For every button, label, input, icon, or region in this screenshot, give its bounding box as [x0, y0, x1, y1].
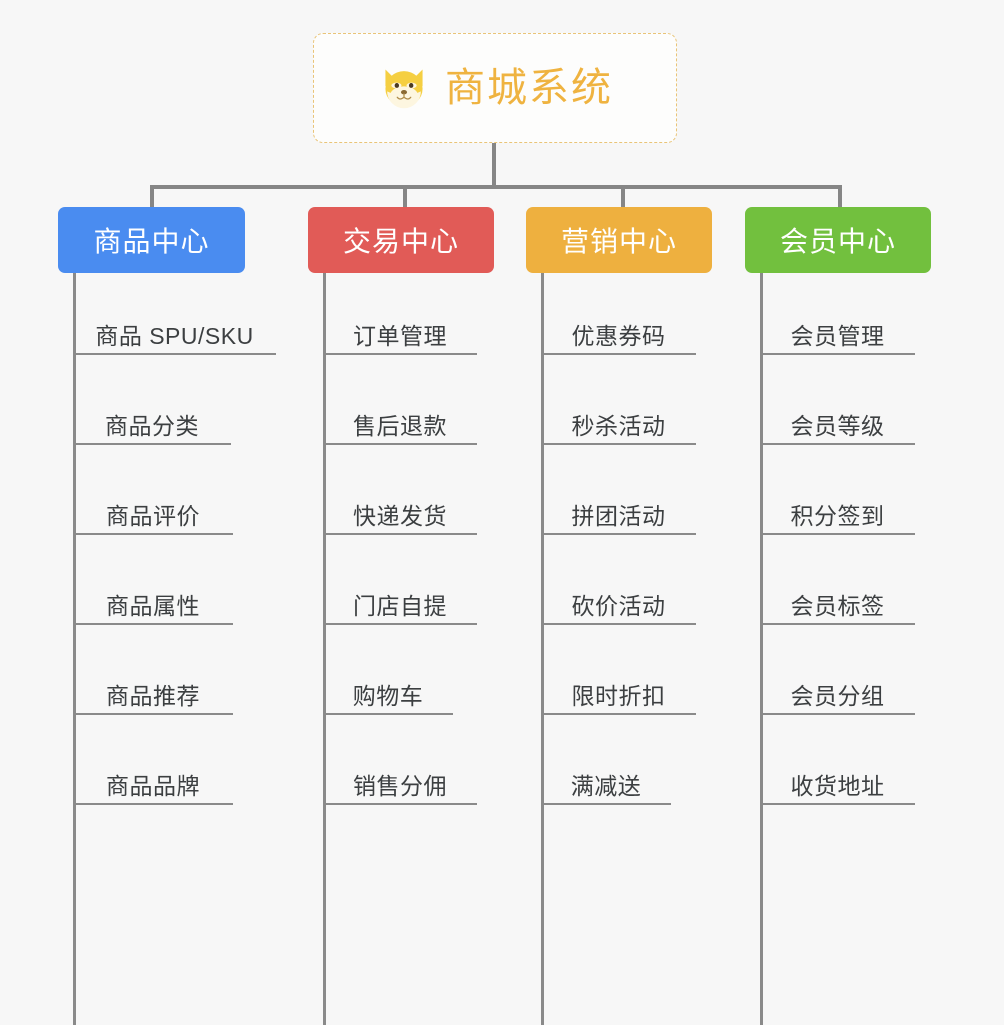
leaf-item[interactable]: 商品推荐 — [73, 625, 233, 715]
leaf-item[interactable]: 商品品牌 — [73, 715, 233, 805]
leaf-item[interactable]: 收货地址 — [760, 715, 915, 805]
leaf-item[interactable]: 会员标签 — [760, 535, 915, 625]
root-title: 商城系统 — [445, 66, 613, 110]
branch-header-4[interactable]: 会员中心 — [745, 207, 931, 273]
branch-spine-3 — [541, 273, 544, 1025]
leaf-item[interactable]: 门店自提 — [323, 535, 477, 625]
leaf-item[interactable]: 订单管理 — [323, 273, 477, 355]
connector-horizontal-bus — [150, 185, 842, 189]
leaf-item[interactable]: 会员管理 — [760, 273, 915, 355]
branch-spine-4 — [760, 273, 763, 1025]
leaf-item[interactable]: 商品属性 — [73, 535, 233, 625]
branch-header-3[interactable]: 营销中心 — [526, 207, 712, 273]
leaf-item[interactable]: 限时折扣 — [541, 625, 696, 715]
leaf-item[interactable]: 砍价活动 — [541, 535, 696, 625]
branch-header-label: 会员中心 — [779, 226, 896, 257]
leaf-item[interactable]: 优惠券码 — [541, 273, 696, 355]
branch-spine-1 — [73, 273, 76, 1025]
connector-drop-4 — [838, 185, 842, 209]
connector-drop-1 — [150, 185, 154, 209]
leaf-item[interactable]: 购物车 — [323, 625, 453, 715]
shiba-dog-emoji — [385, 69, 423, 109]
leaf-item[interactable]: 销售分佣 — [323, 715, 477, 805]
branch-header-label: 交易中心 — [342, 226, 459, 257]
connector-drop-2 — [403, 185, 407, 209]
mindmap-canvas: 商城系统 商品中心 商品 SPU/SKU 商品分类 商品评价 商品属性 商品推荐… — [58, 33, 931, 1025]
connector-drop-3 — [621, 185, 625, 209]
connector-root-stem — [492, 143, 496, 187]
leaf-item[interactable]: 售后退款 — [323, 355, 477, 445]
branch-header-1[interactable]: 商品中心 — [58, 207, 245, 273]
branch-spine-2 — [323, 273, 326, 1025]
leaf-item[interactable]: 商品分类 — [73, 355, 231, 445]
root-node[interactable]: 商城系统 — [313, 33, 677, 143]
leaf-item[interactable]: 秒杀活动 — [541, 355, 696, 445]
leaf-item[interactable]: 商品 SPU/SKU — [73, 273, 276, 355]
leaf-item[interactable]: 会员等级 — [760, 355, 915, 445]
leaf-item[interactable]: 会员分组 — [760, 625, 915, 715]
branch-header-label: 商品中心 — [93, 226, 210, 257]
leaf-item[interactable]: 商品评价 — [73, 445, 233, 535]
leaf-item[interactable]: 积分签到 — [760, 445, 915, 535]
branch-header-label: 营销中心 — [560, 226, 677, 257]
leaf-item[interactable]: 拼团活动 — [541, 445, 696, 535]
leaf-item[interactable]: 满减送 — [541, 715, 671, 805]
branch-header-2[interactable]: 交易中心 — [308, 207, 494, 273]
leaf-item[interactable]: 快递发货 — [323, 445, 477, 535]
